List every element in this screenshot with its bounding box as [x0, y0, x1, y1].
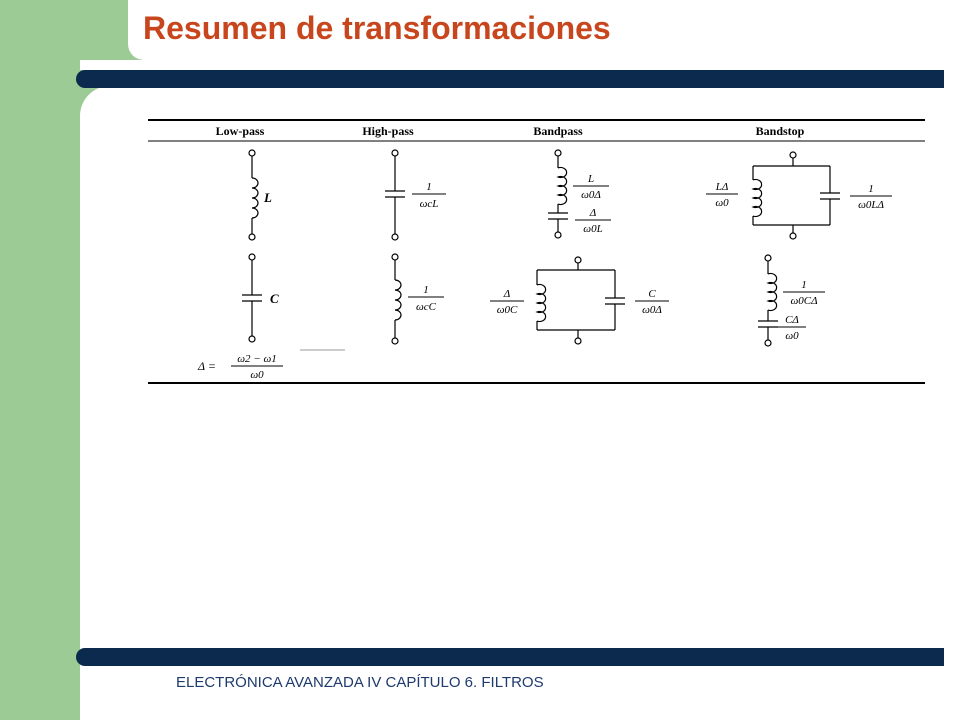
bandpass-ind2-den: ω0C — [497, 304, 518, 316]
header-lowpass: Low-pass — [216, 124, 265, 138]
bandstop-series-lc-symbol — [758, 254, 778, 347]
transformation-table: Low-pass High-pass Bandpass Bandstop L 1… — [148, 119, 925, 384]
lowpass-capacitor-label: C — [270, 291, 279, 306]
bandstop-cap-den: ω0LΔ — [858, 199, 884, 211]
bandpass-ind-num: L — [587, 173, 594, 185]
bandpass-cap2-num: C — [648, 288, 656, 300]
title-box — [128, 0, 336, 60]
highpass-ind-num: 1 — [423, 284, 429, 296]
highpass-cap-den: ωcL — [420, 198, 439, 210]
bandstop-ind-num: LΔ — [715, 181, 729, 193]
delta-num: ω2 − ω1 — [237, 353, 276, 365]
lowpass-capacitor-symbol — [242, 253, 262, 343]
bandstop-cap2-num: CΔ — [785, 314, 799, 326]
top-rule — [76, 70, 944, 88]
bandpass-ind-den: ω0Δ — [581, 189, 601, 201]
page-title: Resumen de transformaciones — [143, 10, 611, 46]
highpass-inductor-symbol — [391, 253, 402, 345]
bottom-rule — [76, 648, 944, 666]
bandstop-ind2-num: 1 — [801, 279, 807, 291]
header-highpass: High-pass — [362, 124, 414, 138]
bandpass-cap-num: Δ — [589, 207, 596, 219]
highpass-capacitor-symbol — [385, 149, 405, 241]
bandpass-cap2-den: ω0Δ — [642, 304, 662, 316]
bandstop-parallel-lc-symbol — [751, 151, 840, 240]
bandpass-cap-den: ω0L — [583, 223, 602, 235]
bandpass-parallel-lc-symbol — [535, 256, 625, 345]
bandpass-ind2-num: Δ — [503, 288, 510, 300]
highpass-ind-den: ωcC — [416, 301, 437, 313]
header-bandpass: Bandpass — [533, 124, 583, 138]
lowpass-inductor-symbol — [248, 149, 259, 241]
bandstop-ind2-den: ω0CΔ — [790, 295, 817, 307]
bandstop-cap-num: 1 — [868, 183, 874, 195]
bandstop-cap2-den: ω0 — [785, 330, 799, 342]
header-bandstop: Bandstop — [756, 124, 805, 138]
highpass-cap-num: 1 — [426, 181, 432, 193]
bandstop-ind-den: ω0 — [715, 197, 729, 209]
bandpass-series-lc-symbol — [548, 149, 568, 239]
left-green-bar — [0, 0, 80, 720]
footer-caption: ELECTRÓNICA AVANZADA IV CAPÍTULO 6. FILT… — [176, 674, 544, 691]
delta-lhs: Δ = — [197, 359, 216, 373]
delta-den: ω0 — [250, 369, 264, 381]
lowpass-inductor-label: L — [263, 190, 272, 205]
